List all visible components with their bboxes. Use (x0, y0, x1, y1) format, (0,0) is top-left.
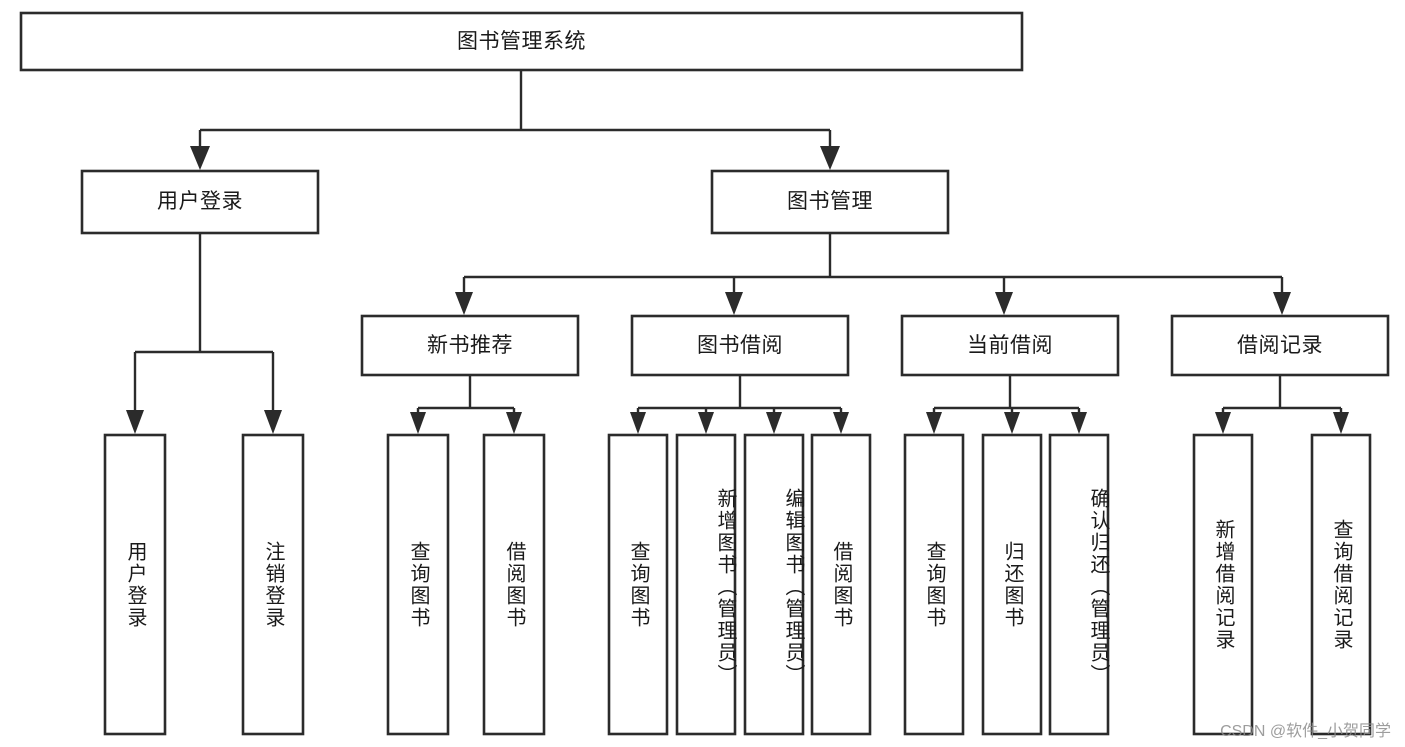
node-box-root[interactable] (19, 11, 1024, 72)
node-box-leaf-user-login[interactable] (103, 433, 167, 736)
arrow-head-current-borrow (995, 292, 1013, 315)
arrow-head-leaf-borrow-book-1 (506, 412, 522, 434)
connector-new-book-recommend-to-leaves (410, 375, 522, 434)
arrow-head-leaf-add-record (1215, 412, 1231, 434)
node-box-leaf-borrow-book-2[interactable] (810, 433, 872, 736)
node-box-leaf-return-book[interactable] (981, 433, 1043, 736)
arrow-head-leaf-borrow-book-2 (833, 412, 849, 434)
arrow-head-leaf-return-book (1004, 412, 1020, 434)
node-box-new-book-recommend[interactable] (360, 314, 580, 377)
arrow-head-leaf-add-book (698, 412, 714, 434)
arrow-head-leaf-user-login (126, 410, 144, 434)
arrow-head-leaf-query-book-3 (926, 412, 942, 434)
connector-book-borrow-to-leaves (630, 375, 849, 434)
node-box-leaf-query-record[interactable] (1310, 433, 1372, 736)
arrow-head-leaf-query-book-2 (630, 412, 646, 434)
node-box-leaf-edit-book[interactable] (743, 433, 805, 736)
csdn-watermark: CSDN @软件_小贺同学 (1220, 723, 1391, 740)
arrow-head-borrow-record (1273, 292, 1291, 315)
arrow-head-new-book-recommend (455, 292, 473, 315)
connector-user-login-to-leaves (126, 233, 282, 434)
node-box-leaf-query-book-3[interactable] (903, 433, 965, 736)
node-box-leaf-logout[interactable] (241, 433, 305, 736)
arrow-head-leaf-confirm-return (1071, 412, 1087, 434)
arrow-head-leaf-query-record (1333, 412, 1349, 434)
connector-borrow-record-to-leaves (1215, 375, 1349, 434)
node-box-current-borrow[interactable] (900, 314, 1120, 377)
node-box-leaf-add-record[interactable] (1192, 433, 1254, 736)
node-box-book-manage[interactable] (710, 169, 950, 235)
node-box-leaf-query-book-2[interactable] (607, 433, 669, 736)
arrow-head-leaf-logout (264, 410, 282, 434)
node-box-book-borrow[interactable] (630, 314, 850, 377)
node-box-leaf-query-book-1[interactable] (386, 433, 450, 736)
arrow-head-leaf-edit-book (766, 412, 782, 434)
arrow-head-user-login (190, 146, 210, 170)
node-box-leaf-borrow-book-1[interactable] (482, 433, 546, 736)
node-box-borrow-record[interactable] (1170, 314, 1390, 377)
arrow-head-book-manage (820, 146, 840, 170)
node-box-leaf-add-book[interactable] (675, 433, 737, 736)
node-box-leaf-confirm-return[interactable] (1048, 433, 1110, 736)
node-box-user-login[interactable] (80, 169, 320, 235)
arrow-head-book-borrow (725, 292, 743, 315)
arrow-head-leaf-query-book-1 (410, 412, 426, 434)
connector-book-manage-to-level2 (455, 233, 1291, 315)
connector-current-borrow-to-leaves (926, 375, 1087, 434)
connector-root-to-level1 (190, 70, 840, 170)
